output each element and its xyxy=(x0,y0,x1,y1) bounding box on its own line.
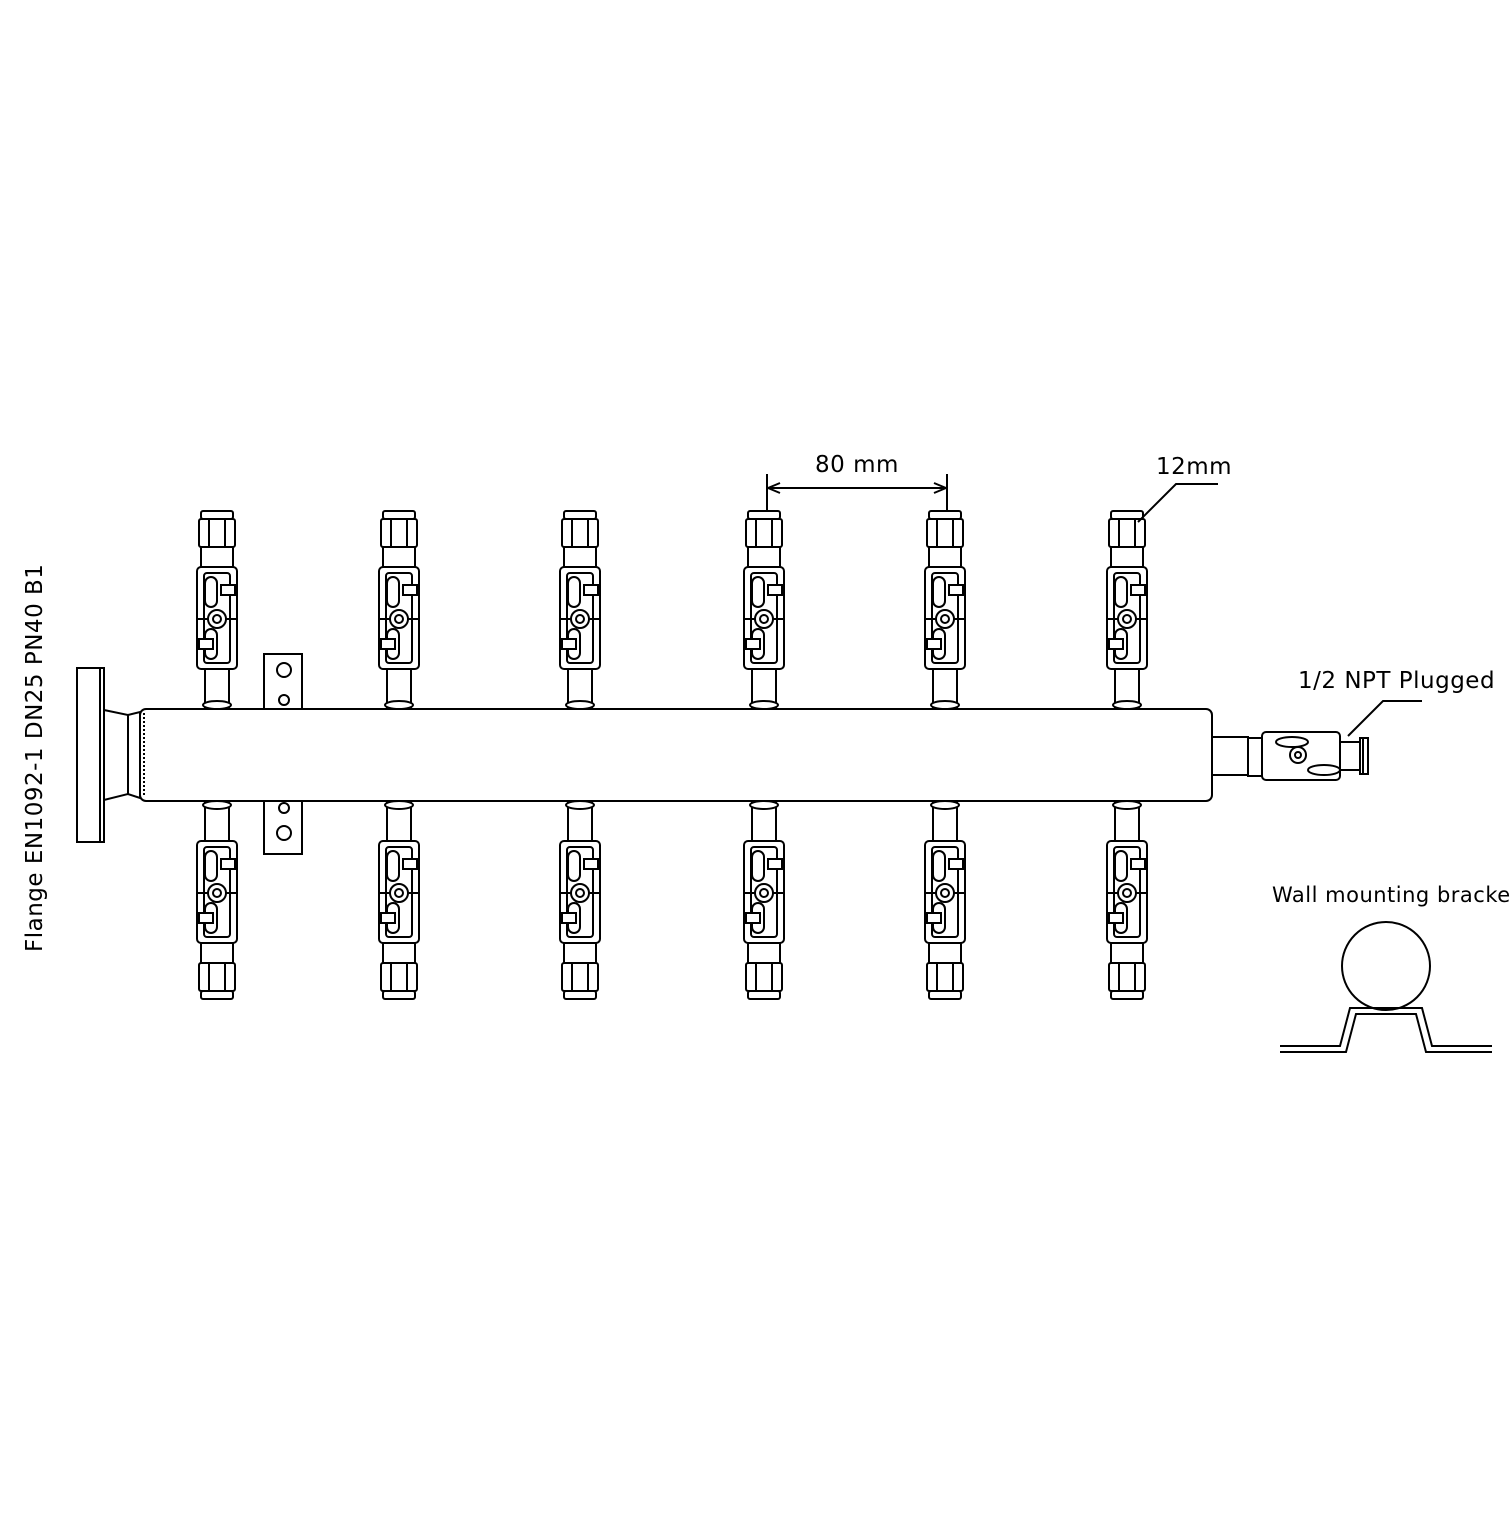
wall-bracket-sketch xyxy=(1280,921,1492,1053)
flange-label: Flange EN1092-1 DN25 PN40 B1 xyxy=(22,563,48,952)
bracket-plate-bottom xyxy=(263,796,303,855)
header-pipe xyxy=(139,708,1213,802)
bottom-outlet-valve-3 xyxy=(559,800,601,1000)
bottom-outlet-valve-6 xyxy=(1106,800,1148,1000)
top-outlet-valve-6 xyxy=(1106,510,1148,710)
bracket-label: Wall mounting bracket xyxy=(1272,883,1510,907)
tube-size-label: 12mm xyxy=(1156,454,1233,480)
top-outlet-valve-4 xyxy=(743,510,785,710)
bottom-outlet-valve-4 xyxy=(743,800,785,1000)
tube-leader xyxy=(1137,483,1218,523)
top-outlet-valve-5 xyxy=(924,510,966,710)
top-outlet-valve-3 xyxy=(559,510,601,710)
npt-plug-label: 1/2 NPT Plugged xyxy=(1298,668,1496,694)
bottom-outlet-valve-5 xyxy=(924,800,966,1000)
bottom-outlet-valve-2 xyxy=(378,800,420,1000)
end-plug-valve xyxy=(1211,731,1369,781)
top-outlet-valve-1 xyxy=(196,510,238,710)
npt-leader xyxy=(1347,700,1422,737)
bracket-plate-top xyxy=(263,653,303,711)
bottom-outlet-valve-1 xyxy=(196,800,238,1000)
spacing-dimension xyxy=(766,474,948,510)
spacing-label: 80 mm xyxy=(815,452,899,478)
top-outlet-valve-2 xyxy=(378,510,420,710)
flange xyxy=(76,667,141,843)
